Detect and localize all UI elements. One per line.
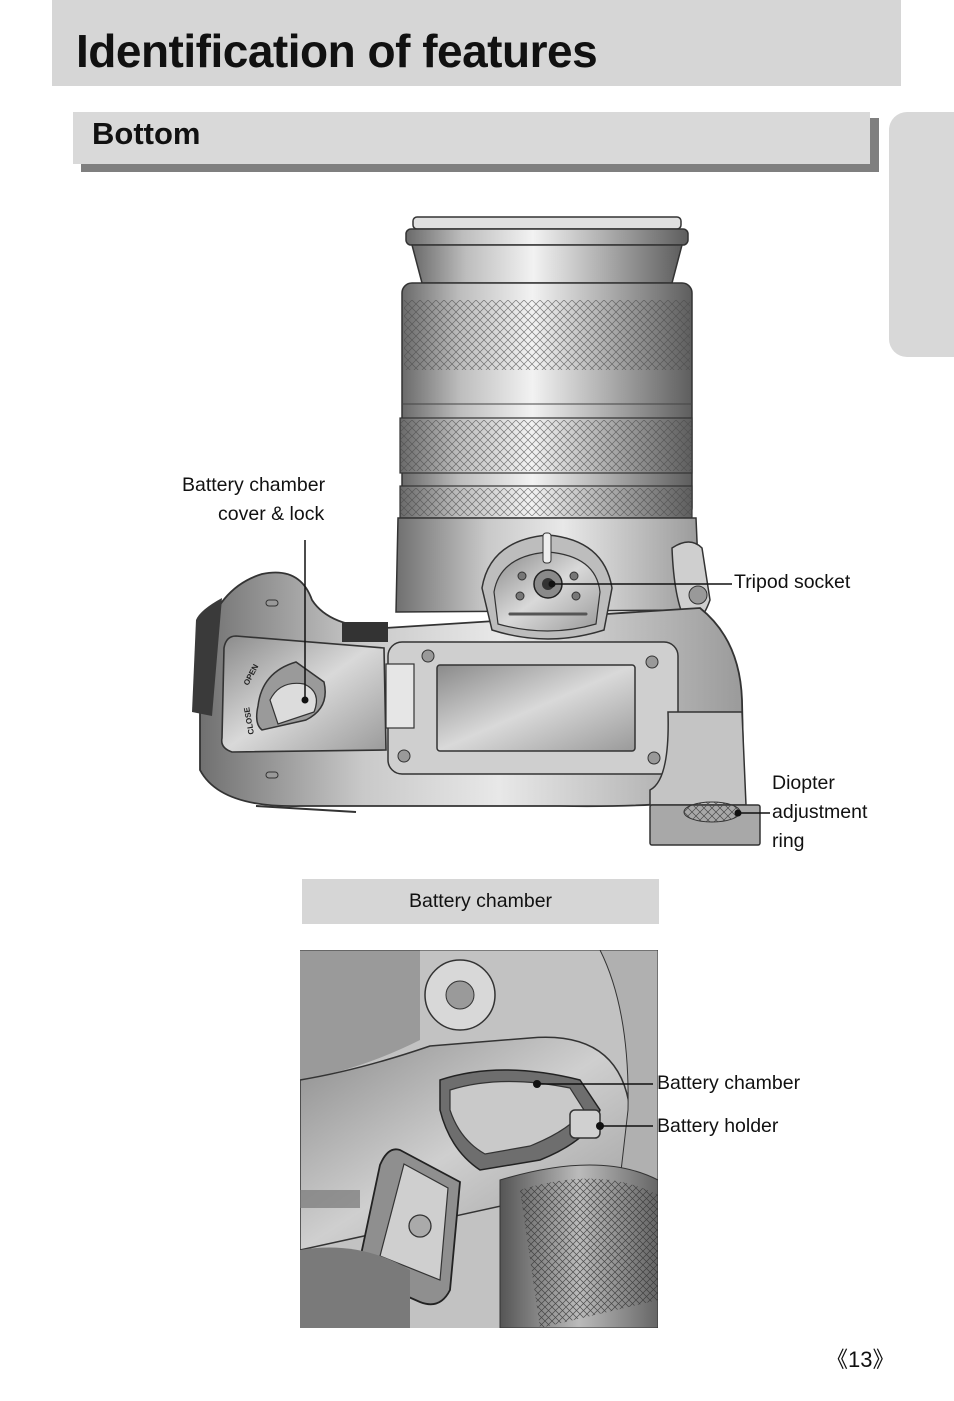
battery-chamber-illustration xyxy=(300,950,658,1328)
side-tab xyxy=(889,112,954,357)
section-title: Bottom xyxy=(92,116,201,151)
page-title: Identification of features xyxy=(76,25,598,77)
battery-cover-label-line2: cover & lock xyxy=(218,503,325,525)
battery-holder-label: Battery holder xyxy=(657,1115,779,1137)
caption-box xyxy=(302,879,659,924)
battery-cover-label-line1: Battery chamber xyxy=(182,474,326,496)
diopter-label-line1: Diopter xyxy=(772,772,835,794)
tripod-socket-label: Tripod socket xyxy=(734,571,851,593)
section-heading-bar xyxy=(73,112,870,164)
camera-bottom-illustration: OPEN CLOSE xyxy=(192,216,770,846)
battery-chamber-caption: Battery chamber xyxy=(408,890,553,912)
diopter-label-line2: adjustment xyxy=(772,801,868,823)
diopter-label-line3: ring xyxy=(772,830,805,852)
battery-chamber-label: Battery chamber xyxy=(657,1072,801,1094)
page-number: 《13》 xyxy=(826,1347,895,1372)
title-bar xyxy=(52,0,901,86)
